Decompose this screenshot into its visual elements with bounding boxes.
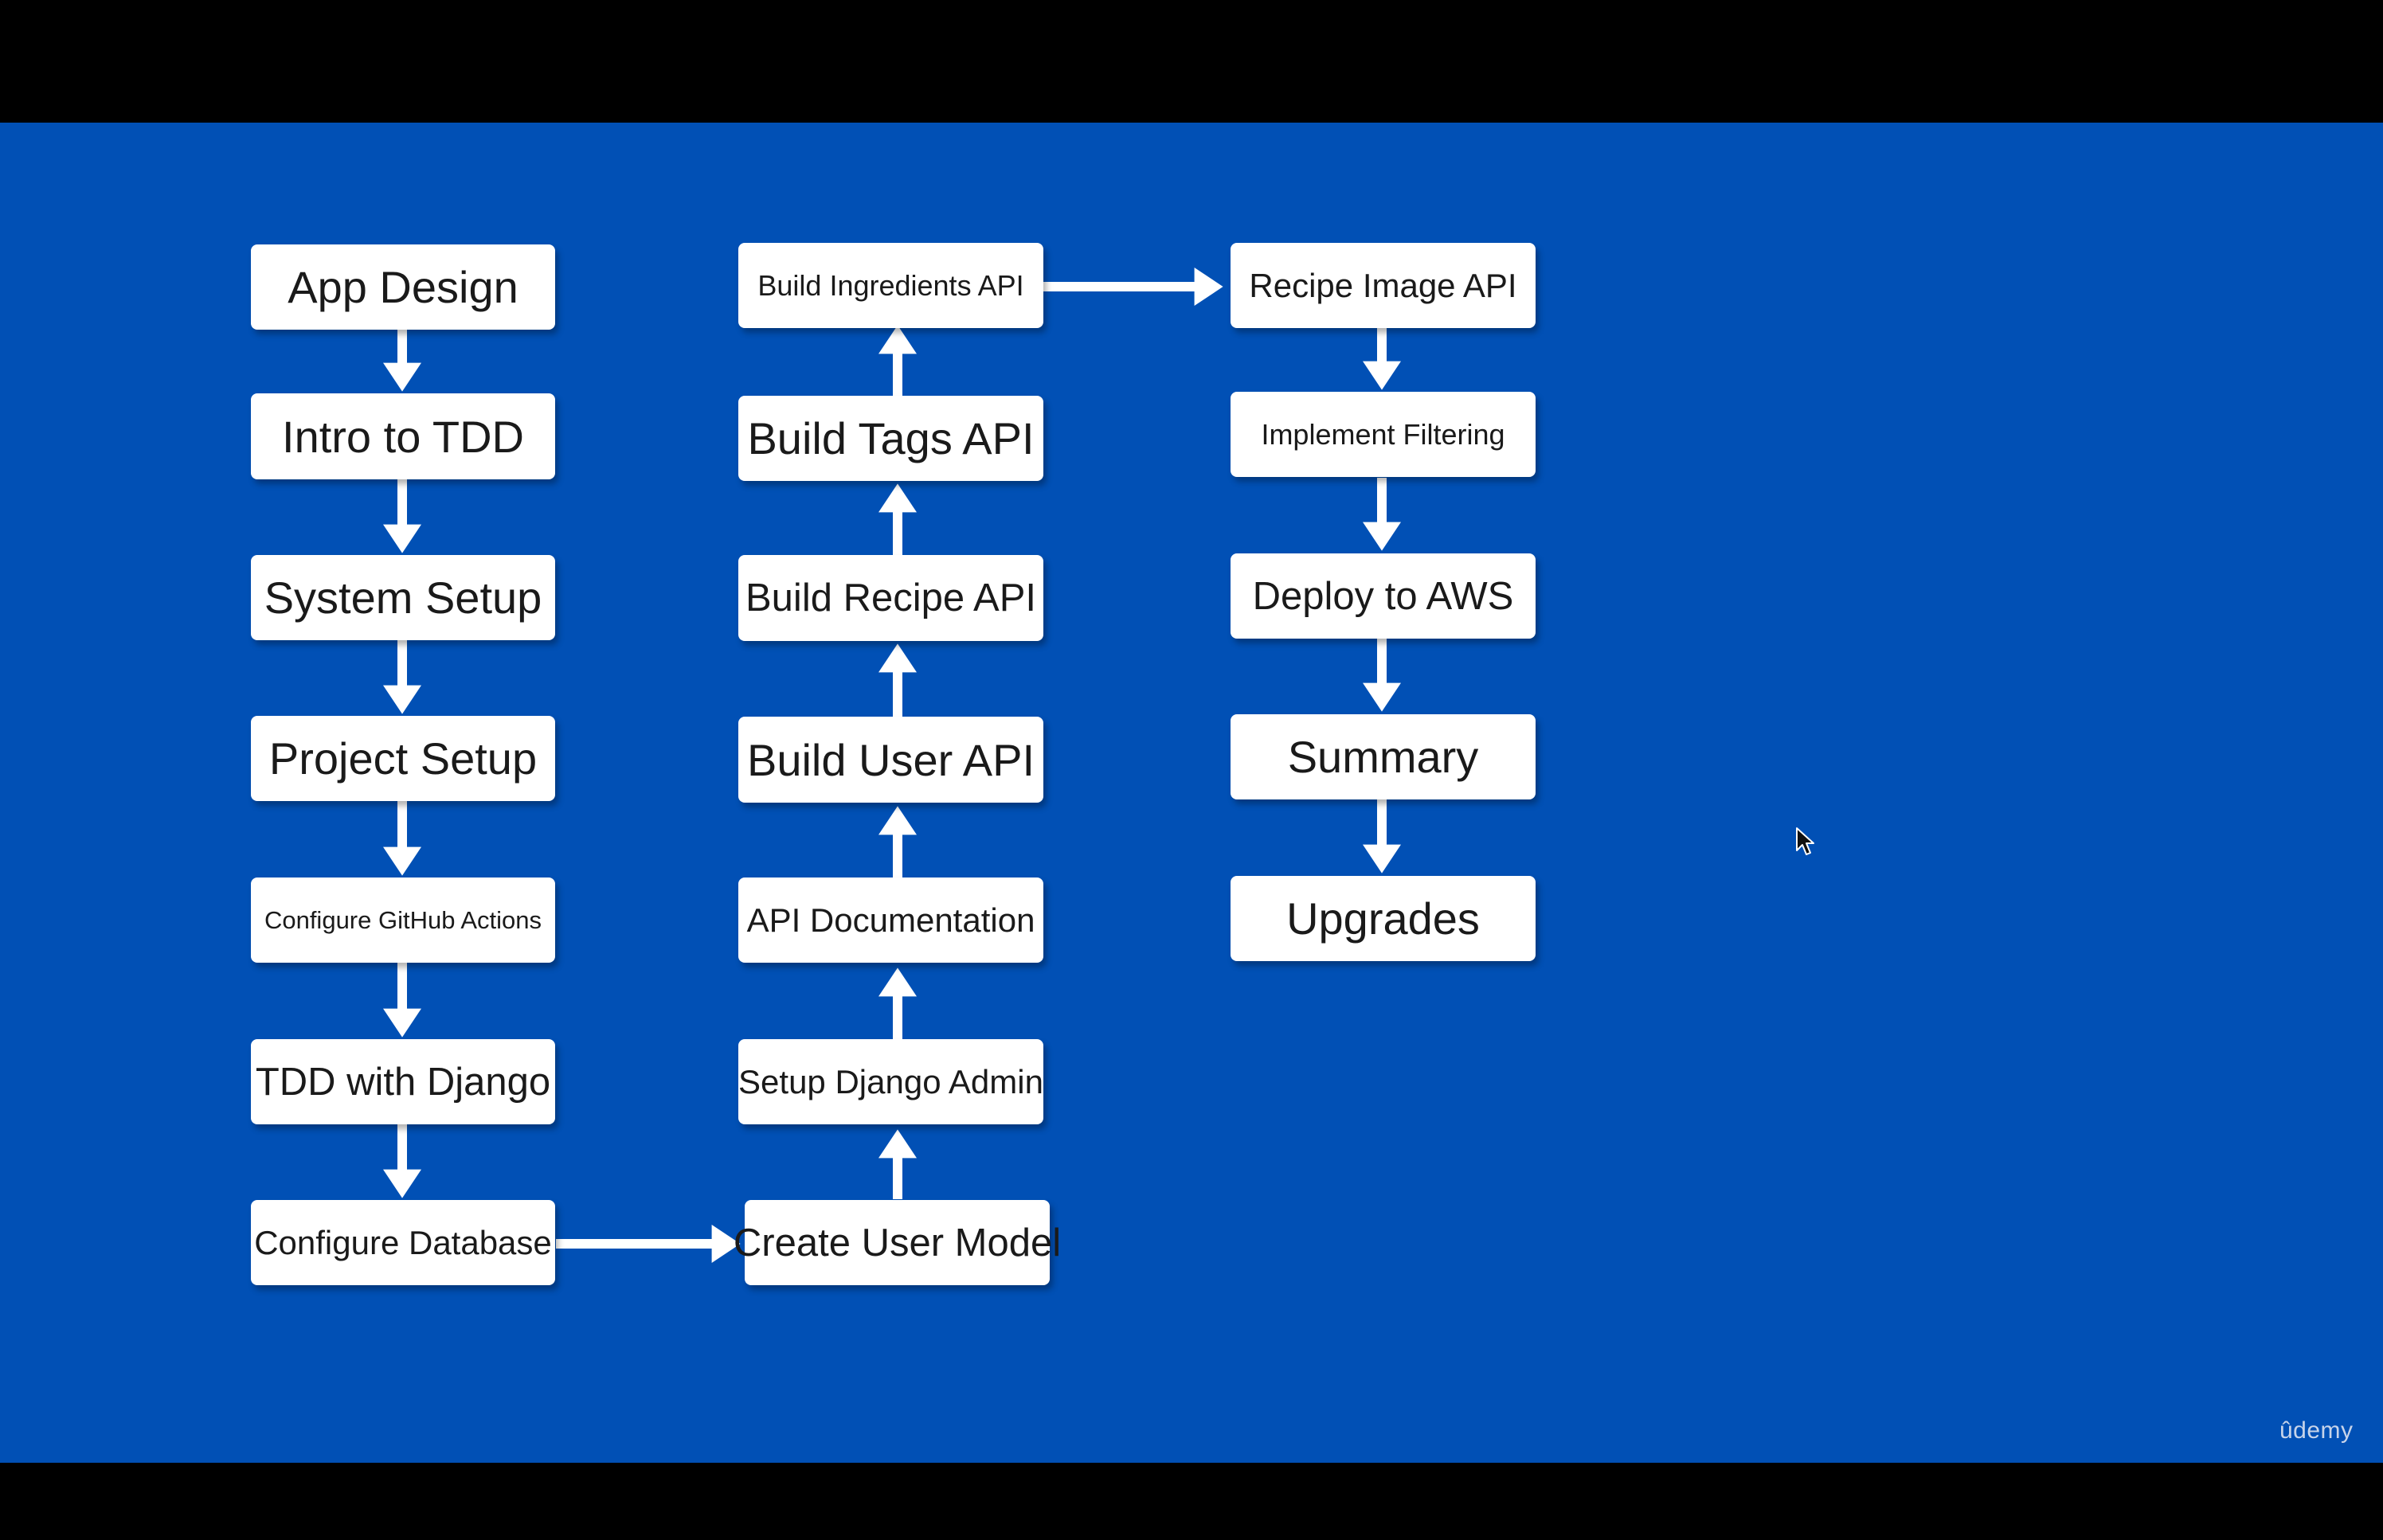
node-configure-github-actions: Configure GitHub Actions bbox=[251, 877, 555, 963]
node-build-user-api: Build User API bbox=[738, 717, 1043, 803]
node-intro-to-tdd: Intro to TDD bbox=[251, 393, 555, 479]
node-upgrades: Upgrades bbox=[1231, 876, 1536, 961]
node-recipe-image-api: Recipe Image API bbox=[1231, 243, 1536, 328]
node-build-recipe-api: Build Recipe API bbox=[738, 555, 1043, 641]
node-configure-database: Configure Database bbox=[251, 1200, 555, 1285]
udemy-logo: ûdemy bbox=[2279, 1417, 2354, 1444]
node-tdd-with-django: TDD with Django bbox=[251, 1039, 555, 1124]
node-setup-django-admin: Setup Django Admin bbox=[738, 1039, 1043, 1124]
node-deploy-to-aws: Deploy to AWS bbox=[1231, 553, 1536, 639]
mouse-pointer-icon bbox=[1796, 827, 1814, 855]
node-api-documentation: API Documentation bbox=[738, 877, 1043, 963]
node-app-design: App Design bbox=[251, 244, 555, 330]
node-implement-filtering: Implement Filtering bbox=[1231, 392, 1536, 477]
node-create-user-model: Create User Model bbox=[734, 1200, 1061, 1285]
node-build-ingredients-api: Build Ingredients API bbox=[738, 243, 1043, 328]
node-project-setup: Project Setup bbox=[251, 716, 555, 801]
node-build-tags-api: Build Tags API bbox=[738, 396, 1043, 481]
node-system-setup: System Setup bbox=[251, 555, 555, 640]
node-summary: Summary bbox=[1231, 714, 1536, 799]
